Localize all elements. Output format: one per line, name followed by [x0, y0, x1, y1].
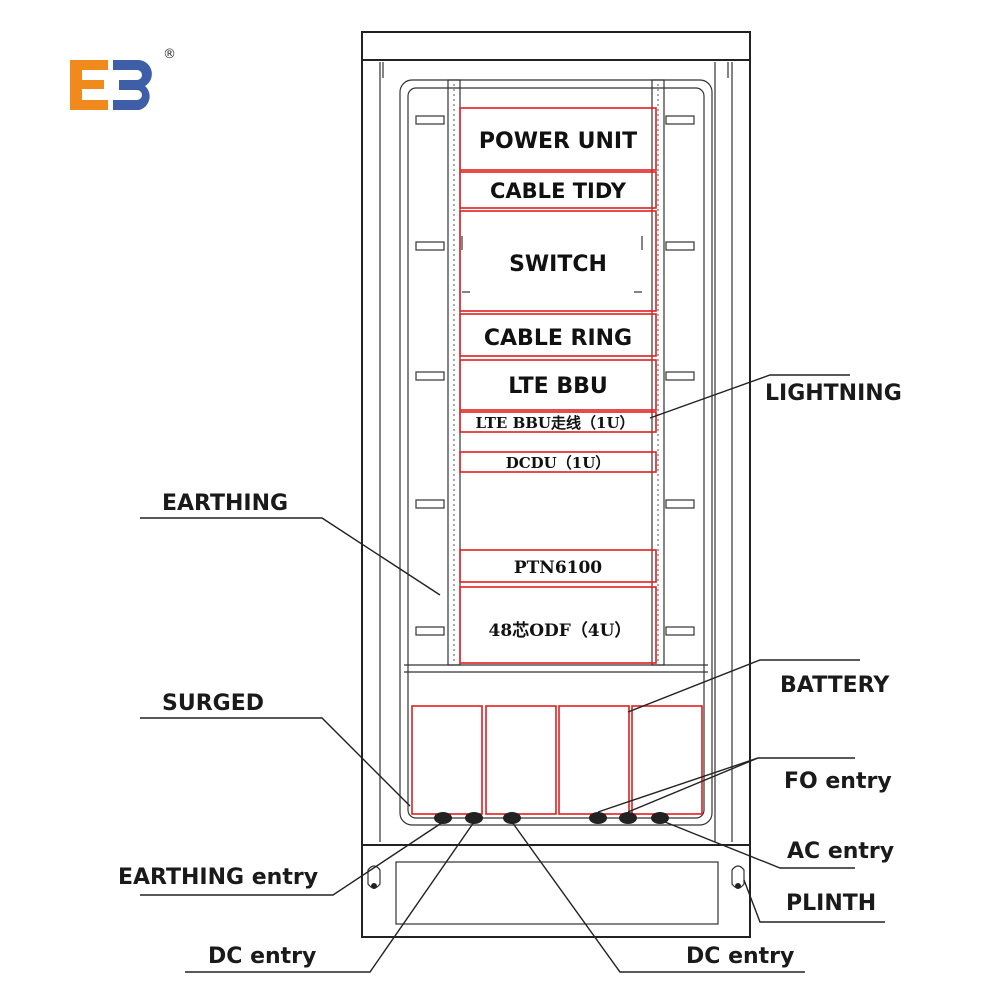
battery-label: BATTERY	[780, 673, 890, 698]
callout-labels: LIGHTNING EARTHING BATTERY SURGED FO ent…	[118, 381, 902, 969]
battery-compartment	[411, 705, 703, 815]
plinth	[361, 844, 751, 938]
lte-bbu-wiring-box	[459, 411, 657, 433]
cable-tidy-label: CABLE TIDY	[490, 179, 627, 203]
odf-box	[459, 586, 657, 664]
rack-rails	[404, 79, 708, 673]
cable-ring-label: CABLE RING	[484, 326, 632, 351]
ptn-label: PTN6100	[514, 558, 602, 578]
brand-logo: ®	[70, 47, 176, 110]
earthing-entry-label: EARTHING entry	[118, 865, 318, 890]
odf-label: 48芯ODF（4U）	[489, 620, 632, 641]
plinth-label: PLINTH	[786, 891, 876, 916]
earthing-label: EARTHING	[162, 491, 288, 516]
lte-bbu-wiring-label: LTE BBU走线（1U）	[475, 414, 634, 432]
dcdu-label: DCDU（1U）	[506, 454, 611, 472]
power-unit-label: POWER UNIT	[479, 129, 637, 154]
switch-label: SWITCH	[509, 252, 607, 277]
registered-mark: ®	[163, 47, 176, 62]
surged-label: SURGED	[162, 691, 264, 716]
lightning-label: LIGHTNING	[765, 381, 902, 406]
leader-lines	[140, 374, 885, 973]
cable-tidy-box	[459, 171, 657, 209]
cable-entries	[434, 812, 669, 824]
cable-ring-box	[459, 313, 657, 357]
fo-entry-label: FO entry	[784, 769, 892, 794]
switch-box	[459, 210, 657, 312]
side-brackets	[415, 115, 695, 636]
dcdu-box	[459, 451, 657, 473]
dc-entry-left-label: DC entry	[208, 944, 316, 969]
ac-entry-label: AC entry	[787, 839, 894, 864]
ptn-box	[459, 549, 657, 583]
dc-entry-right-label: DC entry	[686, 944, 794, 969]
lte-bbu-label: LTE BBU	[508, 374, 607, 399]
power-unit-box	[459, 107, 657, 171]
rack-modules: POWER UNIT CABLE TIDY SWITCH CABLE RING …	[459, 107, 657, 664]
lte-bbu-box	[459, 359, 657, 411]
cabinet-frame	[361, 31, 751, 845]
